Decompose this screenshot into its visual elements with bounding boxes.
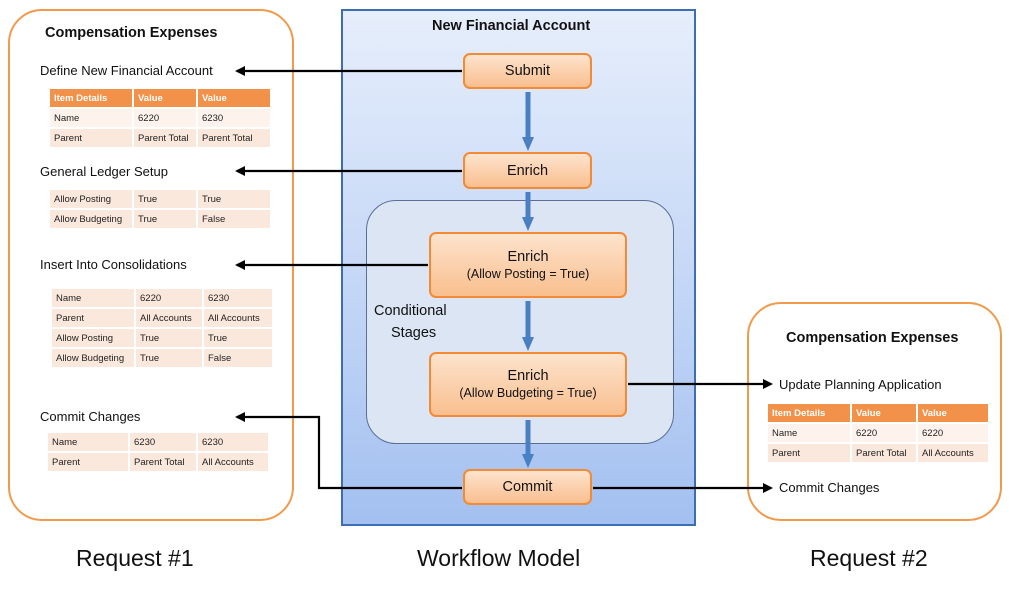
table-cell: Parent: [52, 309, 134, 327]
table-cell: All Accounts: [136, 309, 202, 327]
commit-changes-table: Name 6230 6230 Parent Parent Total All A…: [46, 431, 270, 473]
table-row: Name 6220 6230: [50, 109, 270, 127]
table-cell: Parent Total: [198, 129, 270, 147]
request-2-caption: Request #2: [810, 545, 928, 571]
stage-condition: (Allow Budgeting = True): [459, 386, 597, 400]
table-cell: 6230: [204, 289, 272, 307]
section-label-define-account: Define New Financial Account: [40, 63, 213, 78]
table-cell: All Accounts: [198, 453, 268, 471]
table-row: Name 6220 6230: [52, 289, 272, 307]
table-cell: Allow Posting: [50, 190, 132, 208]
table-row: Parent Parent Total Parent Total: [50, 129, 270, 147]
stage-label: Commit: [502, 479, 553, 495]
stage-label: Enrich: [506, 162, 549, 179]
stage-enrich[interactable]: Enrich: [463, 152, 592, 189]
table-header-row: Item Details Value Value: [768, 404, 988, 422]
table-cell: Allow Posting: [52, 329, 134, 347]
table-cell: 6230: [130, 433, 196, 451]
table-cell: Allow Budgeting: [52, 349, 134, 367]
section-label-update-planning: Update Planning Application: [779, 377, 942, 392]
table-cell: Name: [48, 433, 128, 451]
table-cell: True: [134, 190, 196, 208]
request-1-title: Compensation Expenses: [45, 25, 218, 41]
stage-commit[interactable]: Commit: [463, 469, 592, 505]
table-cell: Allow Budgeting: [50, 210, 132, 228]
table-header-cell: Value: [918, 404, 988, 422]
table-cell: All Accounts: [918, 444, 988, 462]
table-cell: True: [136, 349, 202, 367]
conditional-label-line: Conditional: [374, 303, 447, 319]
section-label-general-ledger: General Ledger Setup: [40, 164, 168, 179]
table-cell: Parent Total: [134, 129, 196, 147]
table-cell: Name: [52, 289, 134, 307]
table-cell: False: [204, 349, 272, 367]
workflow-title: New Financial Account: [432, 18, 591, 34]
arrow-commit-to-commit-changes: [235, 412, 462, 490]
table-cell: Parent Total: [852, 444, 916, 462]
table-row: Allow Posting True True: [50, 190, 270, 208]
table-cell: True: [198, 190, 270, 208]
table-header-cell: Value: [852, 404, 916, 422]
table-cell: 6220: [852, 424, 916, 442]
table-row: Parent Parent Total All Accounts: [48, 453, 268, 471]
table-header-cell: Value: [198, 89, 270, 107]
table-cell: Parent: [768, 444, 850, 462]
table-cell: 6220: [918, 424, 988, 442]
section-label-commit-changes-2: Commit Changes: [779, 480, 880, 495]
stage-enrich-allow-budgeting[interactable]: Enrich (Allow Budgeting = True): [429, 352, 627, 417]
table-cell: Name: [50, 109, 132, 127]
define-account-table: Item Details Value Value Name 6220 6230 …: [48, 87, 272, 149]
stage-label: Enrich: [507, 248, 549, 265]
general-ledger-table: Allow Posting True True Allow Budgeting …: [48, 188, 272, 230]
section-label-consolidations: Insert Into Consolidations: [40, 257, 187, 272]
table-row: Name 6220 6220: [768, 424, 988, 442]
table-row: Allow Budgeting True False: [52, 349, 272, 367]
conditional-label-line: Stages: [391, 325, 437, 341]
table-cell: True: [204, 329, 272, 347]
table-cell: 6230: [198, 433, 268, 451]
table-header-cell: Item Details: [50, 89, 132, 107]
update-planning-table: Item Details Value Value Name 6220 6220 …: [766, 402, 990, 464]
stage-label: Submit: [504, 63, 551, 79]
table-header-cell: Item Details: [768, 404, 850, 422]
table-row: Allow Budgeting True False: [50, 210, 270, 228]
stage-submit[interactable]: Submit: [463, 53, 592, 89]
workflow-model-caption: Workflow Model: [417, 545, 581, 571]
consolidations-table: Name 6220 6230 Parent All Accounts All A…: [50, 287, 274, 369]
stage-label: Enrich: [507, 368, 549, 384]
table-cell: True: [136, 329, 202, 347]
table-cell: Parent Total: [130, 453, 196, 471]
table-header-row: Item Details Value Value: [50, 89, 270, 107]
table-cell: All Accounts: [204, 309, 272, 327]
table-header-cell: Value: [134, 89, 196, 107]
section-label-commit-changes: Commit Changes: [40, 409, 141, 424]
conditional-stages-label: Conditional Stages: [374, 300, 447, 344]
table-cell: 6220: [134, 109, 196, 127]
stage-condition: (Allow Posting = True): [466, 266, 590, 281]
table-cell: Name: [768, 424, 850, 442]
table-row: Parent All Accounts All Accounts: [52, 309, 272, 327]
table-cell: False: [198, 210, 270, 228]
table-cell: True: [134, 210, 196, 228]
table-cell: Parent: [48, 453, 128, 471]
table-row: Allow Posting True True: [52, 329, 272, 347]
request-2-title: Compensation Expenses: [786, 330, 959, 346]
table-cell: 6220: [136, 289, 202, 307]
table-cell: Parent: [50, 129, 132, 147]
stage-enrich-allow-posting[interactable]: Enrich (Allow Posting = True): [429, 232, 627, 298]
table-row: Name 6230 6230: [48, 433, 268, 451]
table-row: Parent Parent Total All Accounts: [768, 444, 988, 462]
request-1-caption: Request #1: [76, 545, 194, 571]
table-cell: 6230: [198, 109, 270, 127]
